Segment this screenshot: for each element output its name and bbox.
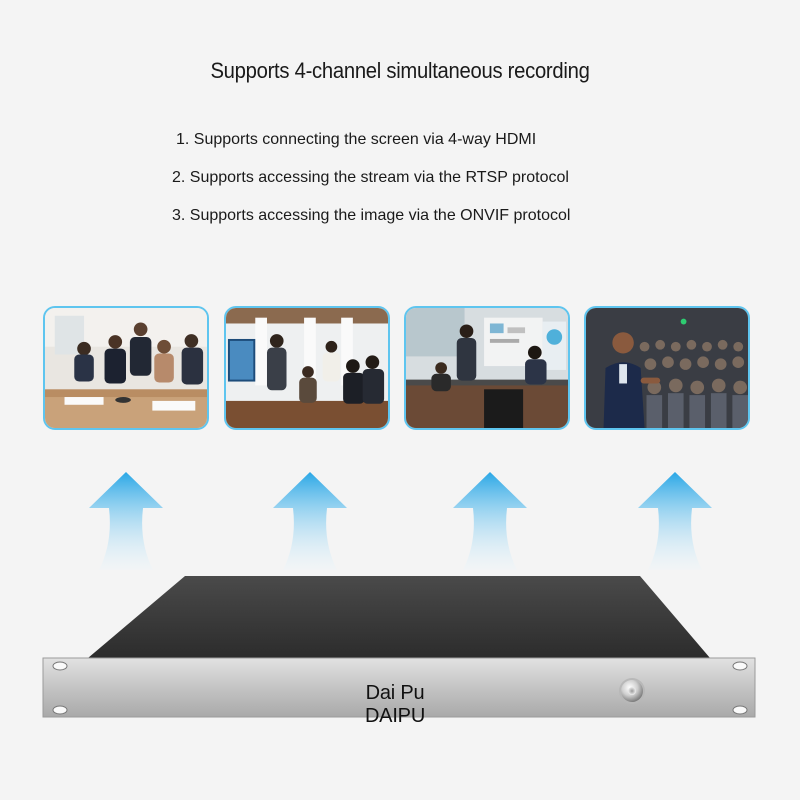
scene-image-speaker bbox=[584, 306, 750, 430]
scene-image-whiteboard bbox=[404, 306, 570, 430]
feature-item-rtsp: 2. Supports accessing the stream via the… bbox=[172, 169, 569, 186]
up-arrow-icon bbox=[265, 470, 355, 570]
up-arrow-icon bbox=[81, 470, 171, 570]
scene-image-presentation bbox=[224, 306, 390, 430]
device-brand-label: Dai Pu DAIPU bbox=[364, 682, 426, 727]
up-arrow-icon bbox=[630, 470, 720, 570]
feature-item-hdmi: 1. Supports connecting the screen via 4-… bbox=[176, 131, 537, 148]
feature-item-onvif: 3. Supports accessing the image via the … bbox=[172, 207, 571, 224]
page-title: Supports 4-channel simultaneous recordin… bbox=[210, 58, 590, 83]
up-arrow-icon bbox=[445, 470, 535, 570]
feature-list: 1. Supports connecting the screen via 4-… bbox=[172, 130, 570, 244]
scene-image-meeting bbox=[43, 306, 209, 430]
power-button[interactable] bbox=[621, 680, 643, 702]
rack-recorder-device bbox=[0, 570, 800, 720]
